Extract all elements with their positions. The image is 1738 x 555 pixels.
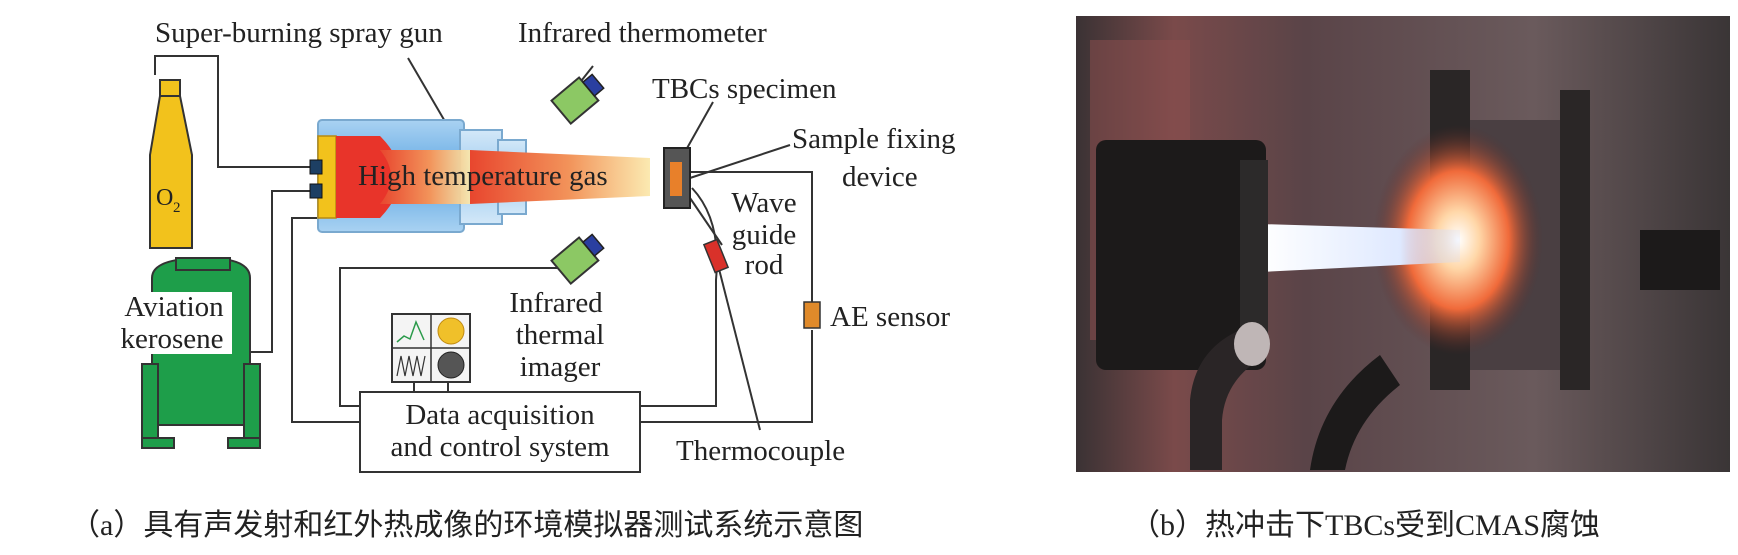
caption-b: （b）热冲击下TBCs受到CMAS腐蚀 [1130, 509, 1600, 542]
waveguide-label-line3: rod [745, 249, 784, 281]
spray-gun: High temperature gas [309, 119, 650, 233]
imager-label-line2: thermal [516, 319, 605, 351]
kerosene-tank: Aviation kerosene [116, 256, 261, 449]
ae-sensor-label: AE sensor [830, 301, 950, 333]
specimen-label: TBCs specimen [652, 73, 837, 105]
ir-thermometer-label: Infrared thermometer [518, 17, 767, 49]
fixing-label-line1: Sample fixing [792, 123, 956, 155]
fixing-leader [689, 144, 791, 179]
waveguide-leader [689, 197, 723, 246]
tbc-specimen [663, 147, 691, 209]
monitor-screen [391, 313, 471, 383]
oxygen-tank: O 2 [149, 79, 193, 249]
gun-to-daq-line [291, 217, 360, 423]
imager-label-line3: imager [520, 351, 601, 383]
daq-box [359, 391, 641, 473]
thermocouple-probe [702, 238, 730, 274]
kerosene-label-line2: kerosene [120, 323, 223, 355]
oxygen-label: O [156, 185, 173, 211]
daq-label-line2: and control system [390, 431, 610, 463]
oxygen-subscript: 2 [173, 200, 181, 216]
infrared-thermometer [550, 73, 605, 126]
thermocouple-label: Thermocouple [676, 435, 845, 467]
waveguide-label-line1: Wave [731, 187, 796, 219]
kerosene-line [250, 190, 310, 353]
kerosene-label-line1: Aviation [124, 291, 224, 323]
infrared-thermal-imager [550, 233, 605, 286]
spray-gun-leader [407, 57, 451, 131]
fixing-label-line2: device [842, 161, 918, 193]
sensor-lower-line [640, 330, 813, 423]
thermocouple-leader [717, 264, 761, 431]
specimen-leader [685, 101, 714, 151]
sensor-to-daq-line [690, 171, 813, 310]
spray-gun-label: Super-burning spray gun [155, 17, 443, 49]
panel-a-diagram: O 2 Aviation kerosene High tempe [116, 17, 956, 473]
waveguide-label-line2: guide [732, 219, 796, 251]
oxygen-line [154, 55, 310, 168]
imager-to-daq-line [339, 267, 570, 407]
caption-a: （a）具有声发射和红外热成像的环境模拟器测试系统示意图 [70, 509, 863, 542]
panel-b-photo [1076, 16, 1730, 472]
gas-label: High temperature gas [358, 160, 608, 192]
daq-label-line1: Data acquisition [405, 399, 595, 431]
imager-label-line1: Infrared [509, 287, 603, 319]
ae-sensor [803, 301, 821, 329]
